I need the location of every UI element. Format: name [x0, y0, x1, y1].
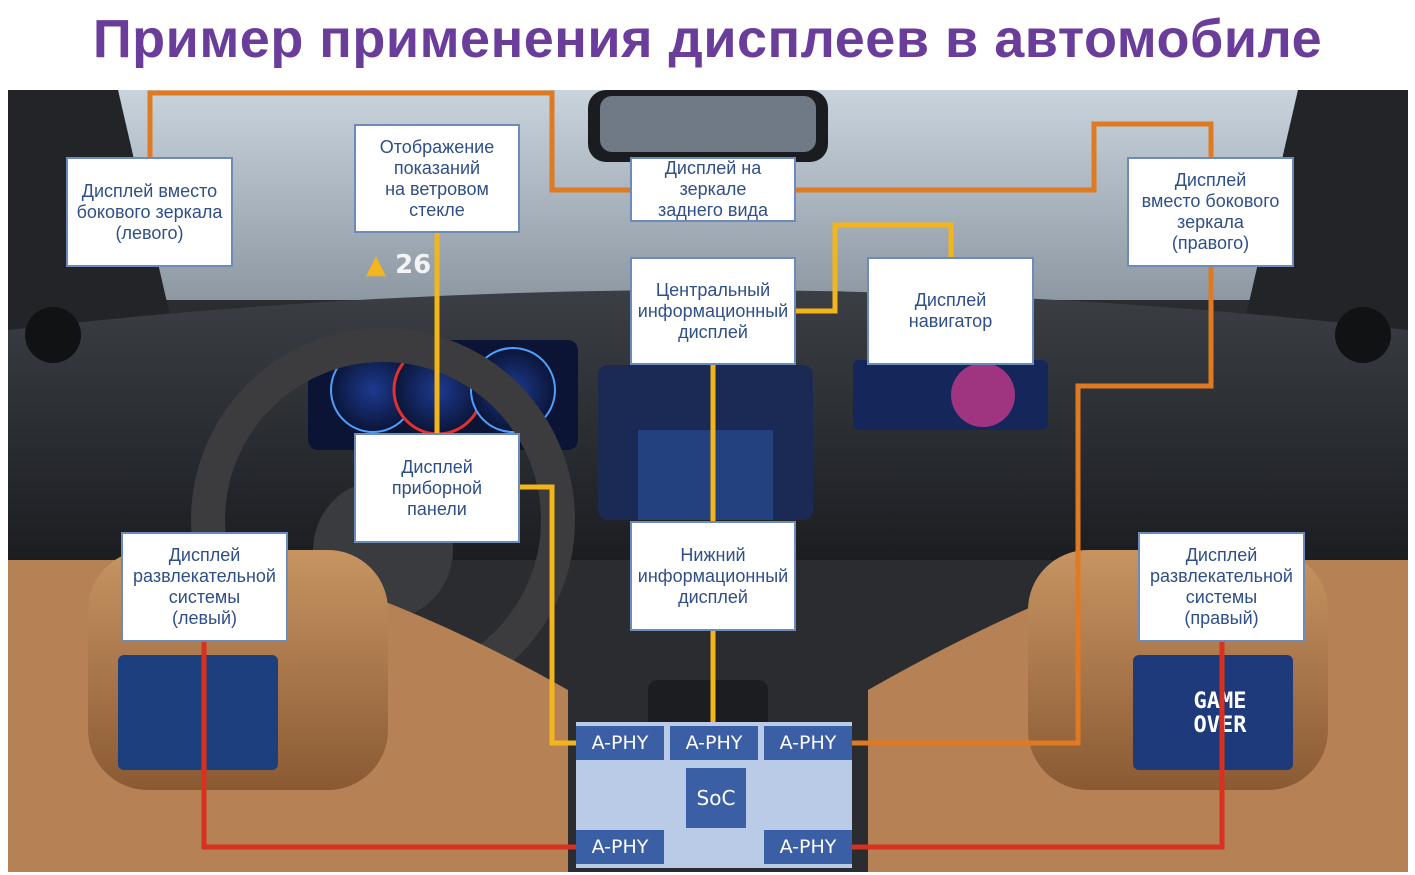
a-phy-top-right: A-PHY	[764, 726, 852, 760]
box-lower-info-display: Нижний информационный дисплей	[630, 521, 796, 631]
box-left-mirror-display: Дисплей вместо бокового зеркала (левого)	[66, 157, 233, 267]
box-right-mirror-display: Дисплей вместо бокового зеркала (правого…	[1127, 157, 1294, 267]
hud-speed-readout: ▲ 26	[366, 250, 431, 280]
box-navigator-display: Дисплей навигатор	[867, 257, 1034, 365]
box-instrument-panel-display: Дисплей приборной панели	[354, 433, 520, 543]
box-hud-display: Отображение показаний на ветровом стекле	[354, 124, 520, 233]
soc-chip: SoC	[686, 768, 746, 828]
a-phy-top-center: A-PHY	[670, 726, 758, 760]
box-entertainment-right-display: Дисплей развлекательной системы (правый)	[1138, 532, 1305, 642]
box-rear-view-mirror-display: Дисплей на зеркале заднего вида	[630, 157, 796, 222]
a-phy-top-left: A-PHY	[576, 726, 664, 760]
a-phy-bottom-right: A-PHY	[764, 830, 852, 864]
hud-speed-value: 26	[395, 250, 432, 280]
warning-triangle-icon: ▲	[366, 250, 386, 280]
game-over-text: GAME OVER	[1193, 689, 1247, 738]
page-title: Пример применения дисплеев в автомобиле	[92, 9, 1323, 69]
a-phy-bottom-left: A-PHY	[576, 830, 664, 864]
box-entertainment-left-display: Дисплей развлекательной системы (левый)	[121, 532, 288, 642]
box-central-info-display: Центральный информационный дисплей	[630, 257, 796, 365]
